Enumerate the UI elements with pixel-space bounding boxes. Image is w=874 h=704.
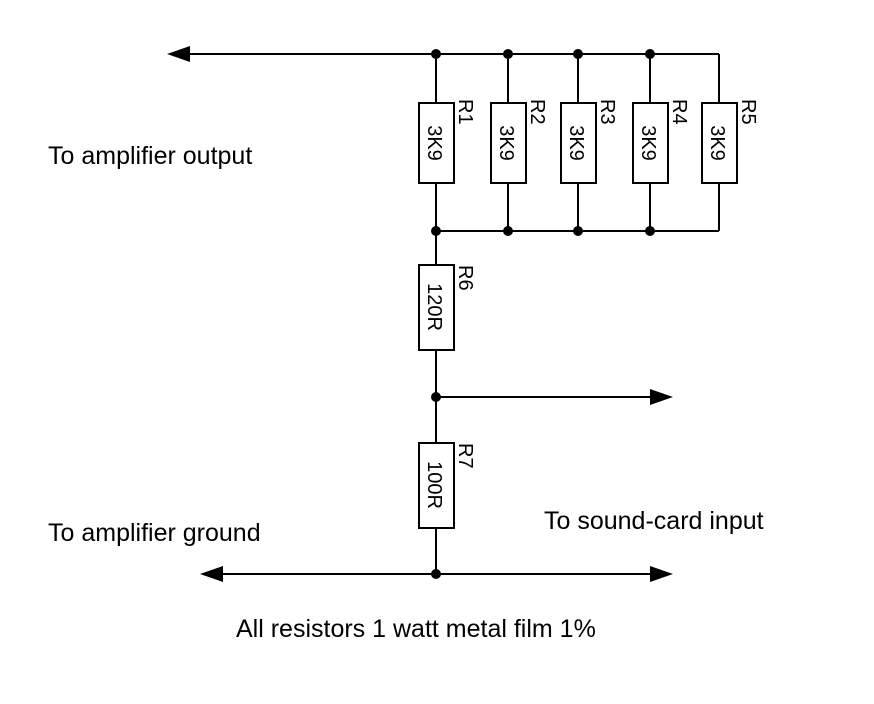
r2-value: 3K9: [495, 125, 517, 161]
ground-arrow-right: [650, 566, 673, 582]
r3-value: 3K9: [565, 125, 587, 161]
resistor-r3: [560, 102, 597, 184]
resistor-r2: [490, 102, 527, 184]
r6-value: 120R: [423, 283, 445, 331]
junction-dot: [645, 49, 655, 59]
junction-dot: [431, 226, 441, 236]
r1-ref: R1: [454, 99, 476, 125]
r4-value: 3K9: [637, 125, 659, 161]
r3-ref: R3: [596, 99, 618, 125]
r6-ref: R6: [454, 265, 476, 291]
junction-dot: [573, 226, 583, 236]
r1-value: 3K9: [423, 125, 445, 161]
output-arrow-left: [167, 46, 190, 62]
r7-ref: R7: [454, 443, 476, 469]
soundcard-label: To sound-card input: [544, 507, 764, 535]
junction-dot: [645, 226, 655, 236]
amp-ground-label: To amplifier ground: [48, 519, 261, 547]
junction-dot: [503, 226, 513, 236]
resistor-r5: [701, 102, 738, 184]
r5-ref: R5: [737, 99, 759, 125]
ground-arrow-left: [200, 566, 223, 582]
r7-value: 100R: [423, 461, 445, 509]
r4-ref: R4: [668, 99, 690, 125]
r5-value: 3K9: [706, 125, 728, 161]
junction-dot: [503, 49, 513, 59]
junction-dot: [431, 569, 441, 579]
junction-dot: [573, 49, 583, 59]
soundcard-arrow-right: [650, 389, 673, 405]
junction-dot: [431, 49, 441, 59]
r2-ref: R2: [526, 99, 548, 125]
resistor-note: All resistors 1 watt metal film 1%: [236, 615, 596, 643]
amp-output-label: To amplifier output: [48, 142, 252, 170]
junction-dot: [431, 392, 441, 402]
